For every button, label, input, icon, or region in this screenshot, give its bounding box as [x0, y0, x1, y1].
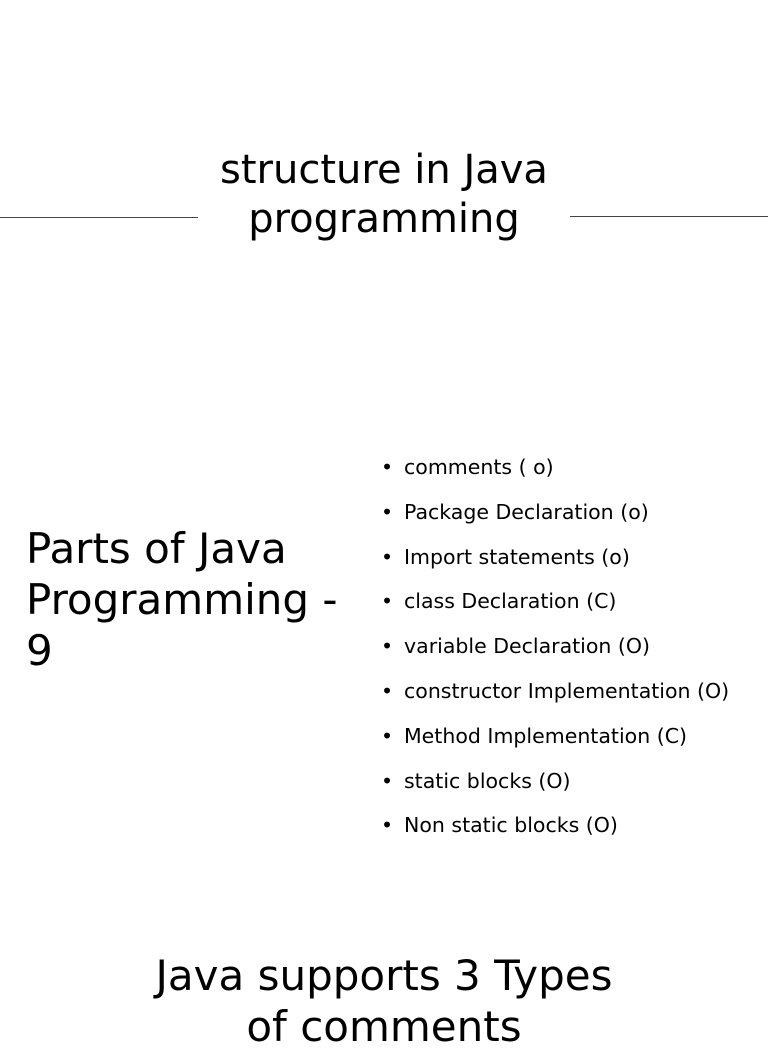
list-item: • Package Declaration (o)	[381, 497, 768, 542]
bullet-icon: •	[381, 723, 394, 748]
list-item: • variable Declaration (O)	[381, 631, 768, 676]
bullet-icon: •	[381, 768, 394, 793]
list-item-label: class Declaration (C)	[404, 589, 617, 614]
list-item: • Import statements (o)	[381, 542, 768, 587]
bullet-icon: •	[381, 678, 394, 703]
list-item: • Method Implementation (C)	[381, 721, 768, 766]
list-item: • class Declaration (C)	[381, 586, 768, 631]
list-item-label: Import statements (o)	[404, 544, 630, 569]
list-item: • static blocks (O)	[381, 766, 768, 811]
list-item-label: variable Declaration (O)	[404, 634, 651, 659]
parts-list: •comments ( o) •Package Declaration (o) …	[381, 452, 768, 855]
slide-title: structure in Java programming	[220, 147, 548, 242]
list-item-label: constructor Implementation (O)	[404, 678, 730, 703]
bullet-icon: •	[381, 634, 394, 659]
list-item: • Non static blocks (O)	[381, 810, 768, 855]
right-divider-line	[570, 216, 768, 217]
bullet-icon: •	[381, 589, 394, 614]
list-item: • constructor Implementation (O)	[381, 676, 768, 721]
bullet-icon: •	[381, 455, 394, 479]
list-item-label: comments ( o)	[404, 455, 554, 479]
list-item-label: static blocks (O)	[404, 768, 571, 793]
left-divider-line	[0, 217, 198, 218]
comments-heading: Java supports 3 Types of comments	[155, 951, 613, 1051]
list-item-label: Non static blocks (O)	[404, 813, 618, 838]
parts-heading: Parts of Java Programming - 9	[26, 524, 338, 675]
bullet-icon: •	[381, 544, 394, 569]
list-item-label: Method Implementation (C)	[404, 723, 688, 748]
bullet-icon: •	[381, 499, 394, 524]
bullet-icon: •	[381, 813, 394, 838]
list-item: • comments ( o)	[381, 452, 768, 497]
list-item-label: Package Declaration (o)	[404, 499, 649, 524]
title-slide: structure in Java programming	[0, 0, 768, 430]
